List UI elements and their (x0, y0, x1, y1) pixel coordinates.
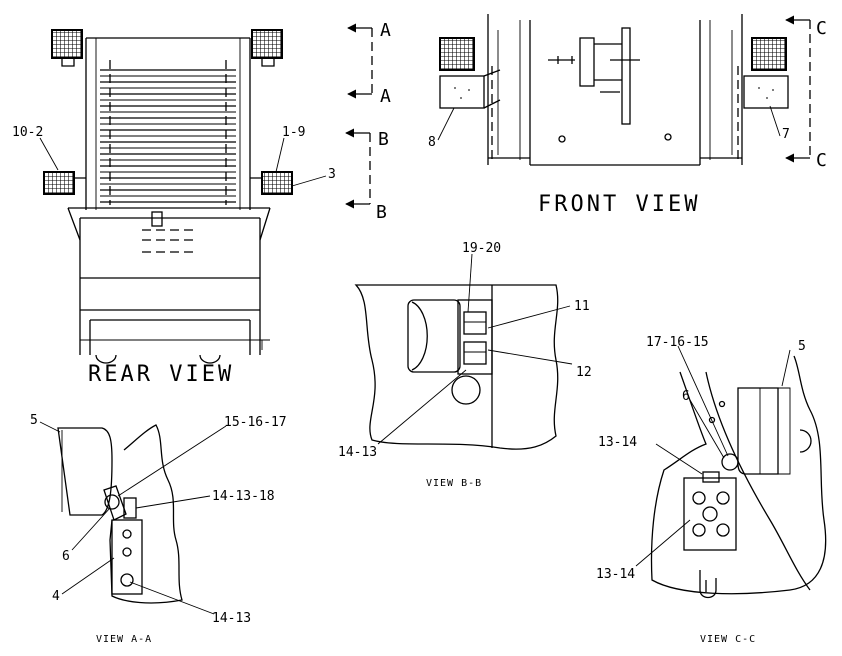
front-view: C C (439, 14, 827, 171)
view-a-a-title: VIEW A-A (96, 634, 152, 645)
callouts: 10-2 1-9 3 8 7 19-20 11 12 14-13 5 15-16… (12, 125, 806, 626)
section-c-bottom: C (816, 150, 827, 171)
hitch-tab (151, 211, 163, 227)
pivot-bolt-icon (104, 494, 120, 510)
radiator-grille (100, 60, 236, 205)
callout-rear-3: 3 (328, 167, 336, 182)
adjust-bolt-icon (123, 497, 137, 519)
callout-bb-11: 11 (574, 299, 590, 314)
hook-icon (699, 570, 717, 599)
front-view-title: FRONT VIEW (538, 192, 700, 217)
callout-front-8: 8 (428, 135, 436, 150)
callout-cc-13-14-top: 13-14 (598, 435, 637, 450)
lamp-body-c (737, 387, 779, 475)
leader-lines (39, 105, 791, 615)
callout-aa-15-16-17: 15-16-17 (224, 415, 287, 430)
bracket-plate (457, 299, 493, 375)
callout-bb-14-13: 14-13 (338, 445, 377, 460)
lamp-icon (251, 29, 283, 59)
mount-plate-c (683, 477, 737, 551)
pivot-bolt-icon (721, 453, 739, 471)
callout-cc-5: 5 (798, 339, 806, 354)
callout-aa-6: 6 (62, 549, 70, 564)
section-markers: A A B B (345, 20, 391, 223)
callout-aa-14-13-18: 14-13-18 (212, 489, 275, 504)
front-left-bracket (439, 75, 485, 109)
lamp-icon (51, 29, 83, 59)
callout-rear-1-9: 1-9 (282, 125, 305, 140)
clamp-bolt-icon (702, 471, 720, 483)
section-b-top: B (378, 129, 389, 150)
callout-bb-19-20: 19-20 (462, 241, 501, 256)
lamp-body (407, 299, 461, 373)
view-c-c-title: VIEW C-C (700, 634, 756, 645)
front-left-lamp-icon (439, 37, 475, 71)
view-c-c (650, 355, 827, 599)
side-lamp-icon (261, 171, 293, 195)
callout-cc-13-14-bottom: 13-14 (596, 567, 635, 582)
section-a-top: A (380, 20, 391, 41)
rear-view (43, 29, 293, 364)
section-a-bottom: A (380, 86, 391, 107)
front-right-bracket (743, 75, 789, 109)
view-b-b-title: VIEW B-B (426, 478, 482, 489)
callout-rear-10-2: 10-2 (12, 125, 43, 140)
side-lamp-icon (43, 171, 75, 195)
rear-view-title: REAR VIEW (88, 362, 234, 387)
section-b-bottom: B (376, 202, 387, 223)
callout-aa-14-13: 14-13 (212, 611, 251, 626)
view-b-b (354, 284, 559, 450)
mount-plate (111, 519, 143, 595)
callout-cc-6: 6 (682, 389, 690, 404)
view-a-a (57, 424, 183, 604)
callout-aa-5: 5 (30, 413, 38, 428)
callout-aa-4: 4 (52, 589, 60, 604)
section-c-top: C (816, 18, 827, 39)
callout-bb-12: 12 (576, 365, 592, 380)
callout-cc-17-16-15: 17-16-15 (646, 335, 709, 350)
callout-front-7: 7 (782, 127, 790, 142)
front-right-lamp-icon (751, 37, 787, 71)
